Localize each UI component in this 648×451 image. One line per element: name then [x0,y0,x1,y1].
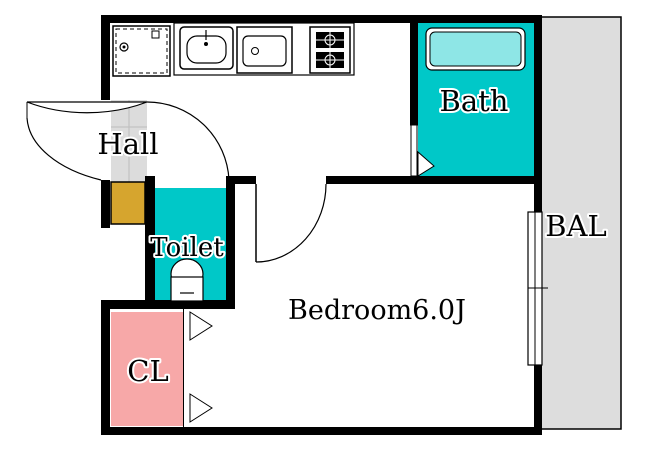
bath-door [417,150,435,177]
bathtub-icon [425,27,526,71]
toilet-icon [170,258,204,302]
closet-area [111,312,184,426]
shoe-box [110,181,146,225]
room-label-bath: Bath [440,84,509,118]
entry-door [26,101,148,114]
room-label-hall: Hall [97,127,158,161]
room-label-balcony: BAL [545,209,607,243]
kitchen-sink-icon [236,26,293,74]
balcony-area [540,16,622,430]
washing-machine-icon [112,25,171,77]
bedroom-door [255,183,327,263]
room-label-closet: CL [127,354,168,388]
room-label-toilet: Toilet [150,233,224,263]
closet-door-lower [189,393,213,423]
sink-icon [179,26,234,70]
room-label-bedroom: Bedroom6.0J [288,295,466,326]
gas-stove-icon [309,26,351,74]
closet-door-upper [189,311,213,341]
